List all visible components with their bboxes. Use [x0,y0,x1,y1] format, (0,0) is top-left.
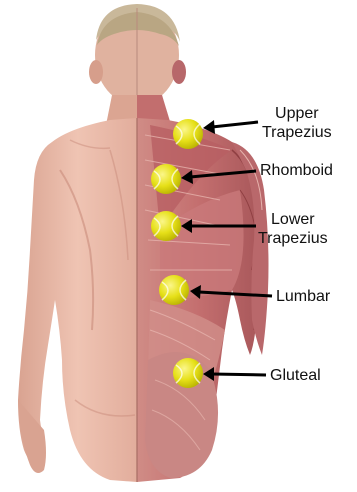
arrow-upper-trapezius [203,120,258,134]
label-upper-trapezius: Upper Trapezius [262,104,332,142]
label-lower-trapezius-line1: Lower [258,210,328,229]
label-upper-trapezius-line1: Upper [262,104,332,123]
label-rhomboid: Rhomboid [260,161,333,180]
label-lumbar: Lumbar [276,287,330,306]
tennis-ball-upper-trapezius [173,119,203,149]
label-gluteal: Gluteal [270,366,321,385]
label-lower-trapezius-line2: Trapezius [258,229,328,248]
label-lower-trapezius: Lower Trapezius [258,210,328,248]
tennis-ball-lower-trapezius [151,211,181,241]
head [89,4,186,105]
tennis-ball-lumbar [159,275,189,305]
tennis-ball-rhomboid [151,164,181,194]
tennis-ball-gluteal [173,358,203,388]
arrow-gluteal [203,367,266,381]
label-upper-trapezius-line2: Trapezius [262,123,332,142]
torso-skin-side [18,118,137,482]
